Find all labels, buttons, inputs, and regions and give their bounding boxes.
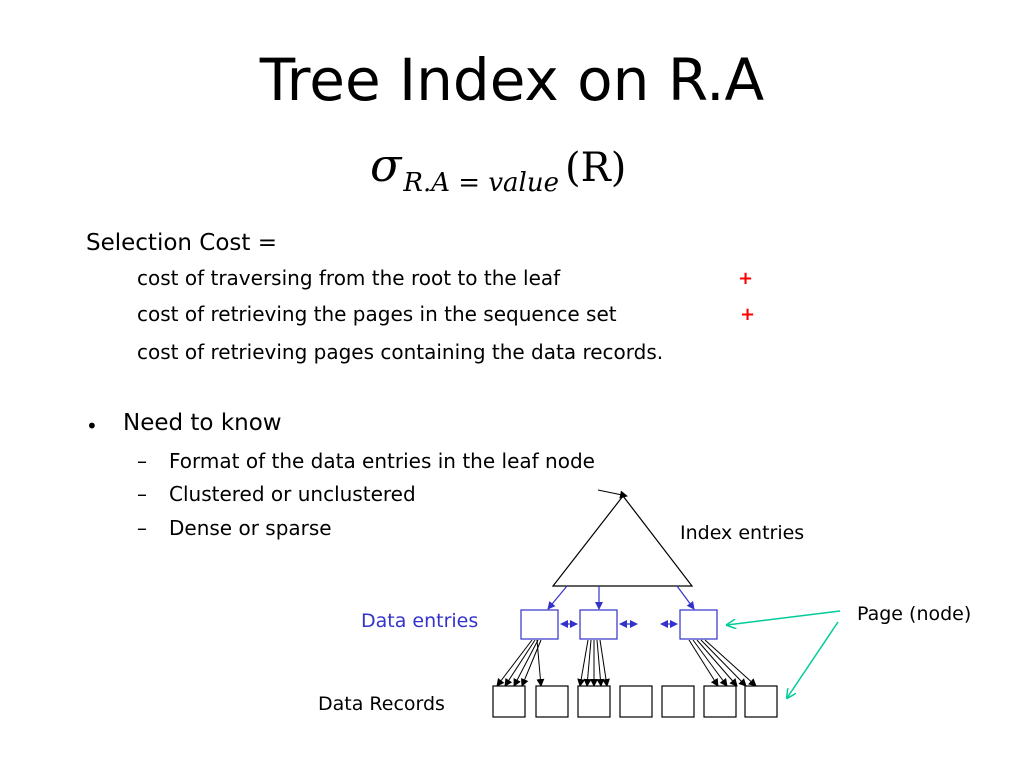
need-item-clustered: Clustered or unclustered [169,482,416,506]
root-pointer-arrow [597,489,628,499]
data-record-box [535,685,569,718]
cost-line-traversal: cost of traversing from the root to the … [137,266,561,290]
data-record-box [703,685,737,718]
page-node-arrow [787,621,839,698]
page-node-label: Page (node) [857,603,972,625]
dash-icon: – [137,516,147,540]
leaf-to-record-arrows [496,639,757,687]
need-to-know-heading: Need to know [123,410,282,436]
formula-subscript: R.A = value [403,168,559,198]
cost-line-data-records: cost of retrieving pages containing the … [137,340,664,364]
page-node-arrow [727,610,841,625]
cost-line-sequence-set: cost of retrieving the pages in the sequ… [137,302,617,326]
plus-sign-2: + [740,304,756,325]
index-entries-label: Index entries [680,522,805,544]
selection-formula: σR.A = value(R) [370,138,627,198]
index-tree-triangle [551,495,694,587]
data-entries-label: Data entries [361,610,479,632]
data-record-box [744,685,778,718]
data-record-box [492,685,526,718]
formula-relation: (R) [564,145,627,191]
index-to-leaf-arrow [676,585,695,610]
need-item-format: Format of the data entries in the leaf n… [169,449,595,473]
dash-icon: – [137,449,147,473]
data-records-label: Data Records [318,693,445,715]
leaf-page [520,609,559,640]
selection-cost-heading: Selection Cost = [86,230,278,256]
index-to-leaf-arrow [547,585,568,610]
leaf-page [679,609,718,640]
leaf-page [579,609,618,640]
bullet-icon: • [86,414,98,438]
need-item-dense: Dense or sparse [169,516,332,540]
data-record-box [661,685,695,718]
slide-title: Tree Index on R.A [259,46,765,114]
dash-icon: – [137,482,147,506]
data-record-box [619,685,653,718]
plus-sign-1: + [738,268,754,289]
formula-sigma: σ [370,138,402,192]
data-record-box [577,685,611,718]
